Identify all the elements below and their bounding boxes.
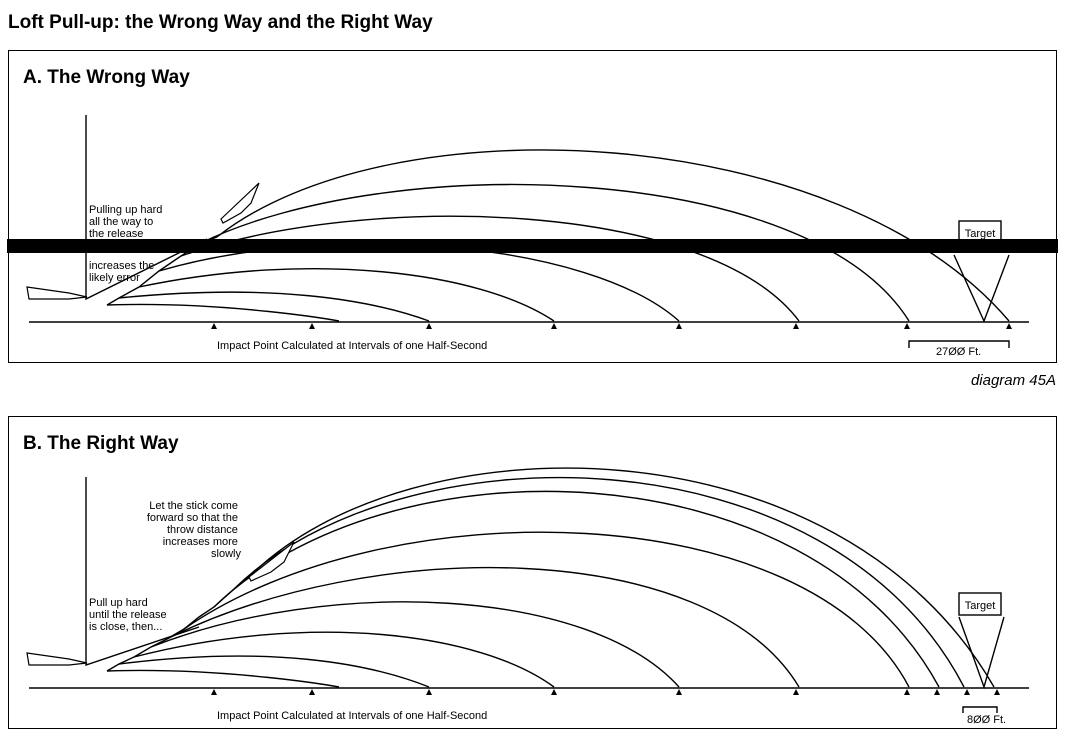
panel-a-axis-label: Impact Point Calculated at Intervals of … [217, 340, 487, 352]
impact-tick [793, 689, 799, 695]
trajectory [106, 303, 340, 322]
page-title: Loft Pull-up: the Wrong Way and the Righ… [8, 12, 433, 33]
jet-icon [26, 286, 88, 300]
panel-wrong-way: A. The Wrong Way Target [7, 50, 1058, 363]
trajectory [133, 631, 555, 688]
target-label: Target [965, 228, 996, 240]
target-box [958, 592, 1002, 616]
impact-tick [994, 689, 1000, 695]
trajectory [233, 476, 965, 688]
impact-tick [309, 323, 315, 329]
impact-tick [551, 689, 557, 695]
trajectory [180, 215, 800, 322]
impact-tick [676, 689, 682, 695]
trajectory [166, 566, 800, 688]
trajectory [183, 531, 910, 688]
panel-b-diagram: Target Pull up hard until the release is… [26, 467, 1029, 726]
impact-tick [793, 323, 799, 329]
target-label: Target [965, 600, 996, 612]
distance-bracket [962, 706, 998, 713]
trajectory [150, 601, 680, 688]
trajectory [200, 183, 910, 322]
trajectory [118, 655, 430, 688]
impact-tick [426, 689, 432, 695]
impact-tick [904, 689, 910, 695]
jet-icon [220, 182, 260, 224]
flight-path [106, 576, 250, 672]
target-funnel [953, 254, 1010, 323]
impact-tick [1006, 323, 1012, 329]
panel-a-note: Pulling up hard all the way to the relea… [89, 204, 165, 284]
panel-right-way: B. The Right Way Target [8, 416, 1057, 729]
impact-tick [211, 323, 217, 329]
target-funnel [958, 616, 1005, 690]
figure-caption: diagram 45A [970, 372, 1056, 389]
panel-b-note-2: Let the stick come forward so that the t… [147, 500, 242, 560]
impact-tick [964, 689, 970, 695]
impact-tick [551, 323, 557, 329]
scan-artifact-bar [7, 239, 1058, 253]
panel-b-distance-label: 8ØØ Ft. [967, 714, 1006, 726]
jet-icon [248, 541, 295, 582]
panel-a-title: A. The Wrong Way [23, 67, 190, 88]
trajectory [248, 467, 995, 688]
impact-tick [934, 689, 940, 695]
impact-tick [211, 689, 217, 695]
panel-a-distance-label: 27ØØ Ft. [936, 346, 981, 358]
impact-tick [309, 689, 315, 695]
impact-tick [904, 323, 910, 329]
distance-bracket [908, 340, 1010, 348]
trajectory [216, 149, 1010, 322]
pullup-triangle [85, 115, 208, 301]
panel-b-axis-label: Impact Point Calculated at Intervals of … [217, 710, 487, 722]
trajectory [158, 243, 680, 322]
panel-a-diagram: Target Pulling up hard all the way to th… [26, 115, 1029, 358]
panel-b-title: B. The Right Way [23, 433, 179, 454]
panel-b-note: Pull up hard until the release is close,… [89, 597, 170, 633]
impact-tick [676, 323, 682, 329]
pullup-triangle [85, 477, 200, 666]
trajectory [213, 490, 940, 688]
jet-icon [26, 652, 88, 666]
trajectory [138, 268, 555, 322]
trajectory [118, 291, 430, 322]
trajectory [106, 669, 340, 688]
impact-tick [426, 323, 432, 329]
